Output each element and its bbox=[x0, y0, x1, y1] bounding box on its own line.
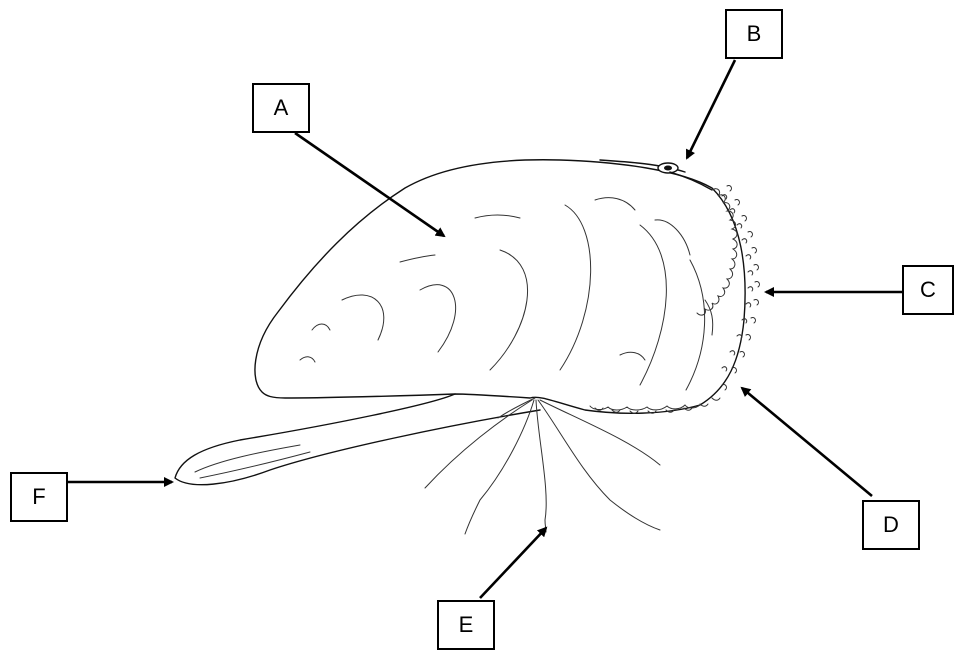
label-e: E bbox=[437, 600, 495, 650]
label-d: D bbox=[862, 500, 920, 550]
shell-outline bbox=[255, 160, 745, 414]
label-f-text: F bbox=[32, 484, 45, 510]
arrow-b bbox=[687, 60, 735, 158]
label-a-text: A bbox=[274, 95, 289, 121]
mantle-frill bbox=[590, 186, 759, 414]
arrow-d bbox=[742, 388, 872, 496]
label-a: A bbox=[252, 83, 310, 133]
foot bbox=[175, 394, 540, 485]
pointer-arrows bbox=[68, 60, 902, 598]
growth-lines bbox=[300, 198, 713, 390]
label-c-text: C bbox=[920, 277, 936, 303]
byssal-threads bbox=[425, 398, 660, 534]
hinge-spot bbox=[600, 160, 712, 190]
label-b-text: B bbox=[747, 21, 762, 47]
label-c: C bbox=[902, 265, 954, 315]
label-d-text: D bbox=[883, 512, 899, 538]
label-e-text: E bbox=[459, 612, 474, 638]
label-f: F bbox=[10, 472, 68, 522]
label-b: B bbox=[725, 9, 783, 59]
arrow-e bbox=[480, 528, 546, 598]
arrow-a bbox=[295, 133, 444, 236]
